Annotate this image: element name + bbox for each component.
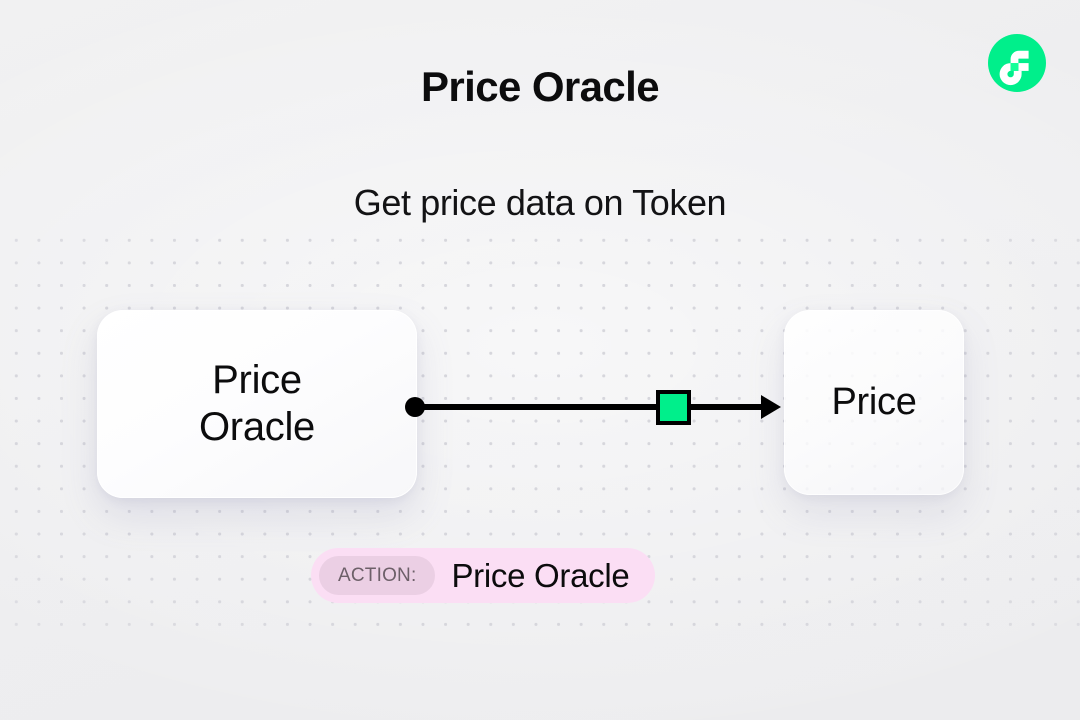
logo-center-square bbox=[1010, 63, 1019, 71]
node-source-label-line1: Price bbox=[212, 357, 302, 402]
connector-arrowhead-icon bbox=[761, 395, 781, 419]
logo-loop bbox=[999, 63, 1022, 86]
node-source-label-line2: Oracle bbox=[198, 405, 315, 449]
connector-marker-square[interactable] bbox=[656, 390, 691, 425]
node-price[interactable]: Price bbox=[784, 310, 964, 495]
connector-edge[interactable] bbox=[395, 370, 795, 444]
node-target-label: Price bbox=[831, 381, 917, 424]
action-value: Price Oracle bbox=[451, 556, 630, 594]
page-title: Price Oracle bbox=[421, 63, 660, 110]
logo-top-bar bbox=[1010, 50, 1029, 64]
node-price-oracle[interactable]: Price Oracle bbox=[97, 310, 417, 498]
logo-right-bar bbox=[1018, 63, 1029, 71]
action-badge[interactable]: ACTION: Price Oracle bbox=[311, 548, 656, 603]
action-chip-label: ACTION: bbox=[338, 564, 417, 586]
node-source-label-group: Price Oracle bbox=[199, 357, 315, 451]
action-chip: ACTION: bbox=[319, 556, 436, 595]
page-subtitle: Get price data on Token bbox=[353, 182, 727, 223]
flow-logo-icon bbox=[988, 34, 1046, 92]
flow-logo[interactable] bbox=[988, 34, 1046, 92]
connector-start-dot-icon bbox=[405, 397, 425, 417]
